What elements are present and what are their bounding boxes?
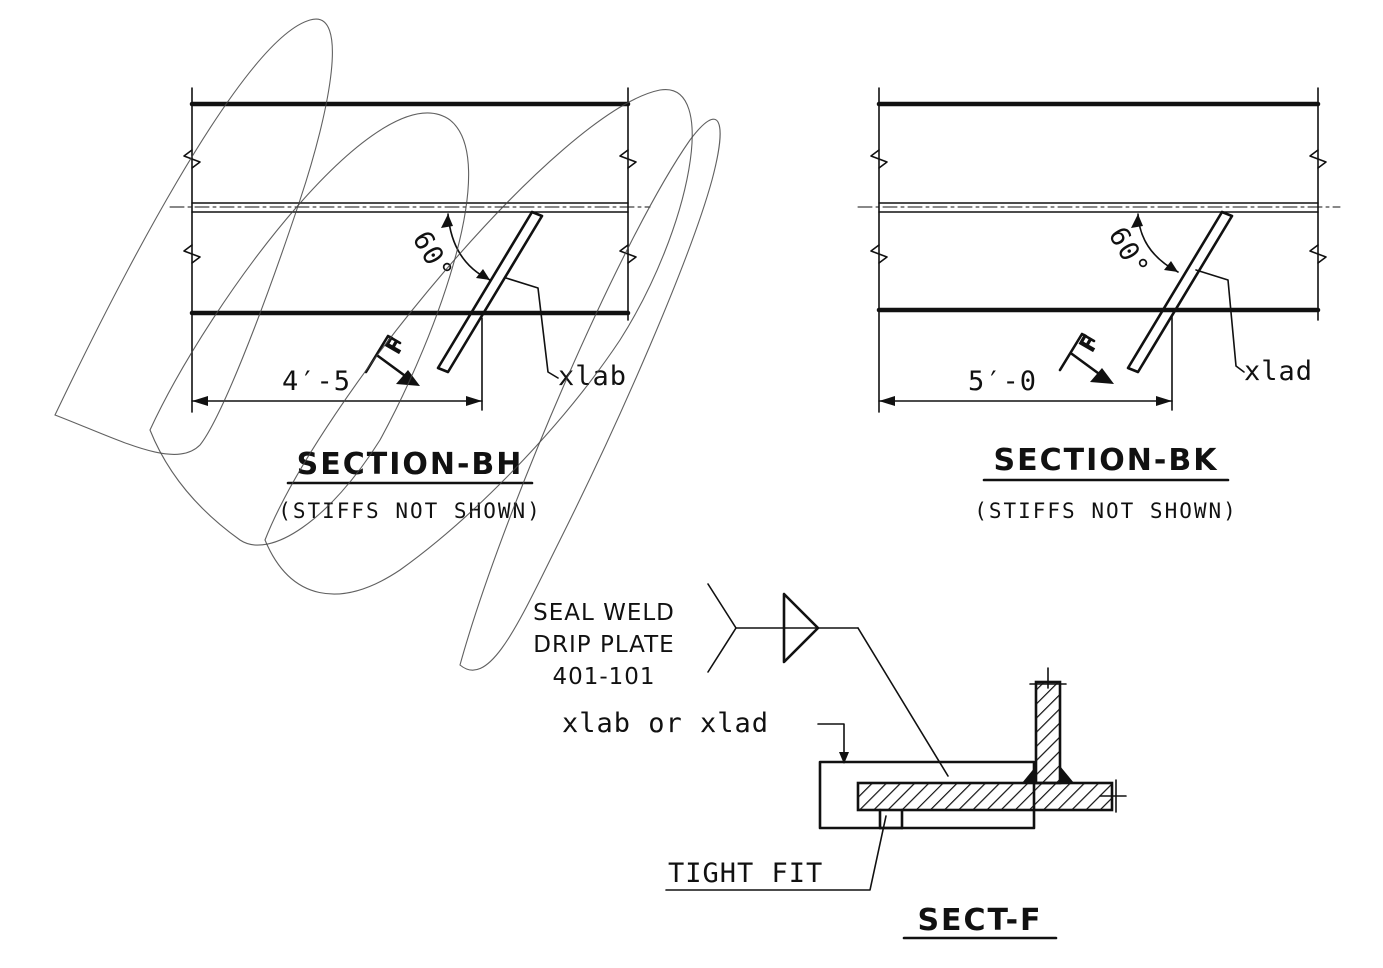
- section-subtitle: (STIFFS NOT SHOWN): [974, 499, 1238, 523]
- dimension-arrowhead: [879, 396, 895, 406]
- scribble-loop: [149, 112, 470, 546]
- angle-label: 60°: [1102, 222, 1155, 282]
- section-title: SECTION-BK: [994, 443, 1219, 478]
- fit-note: TIGHT FIT: [668, 858, 823, 889]
- section-mark-arrow: [376, 354, 410, 380]
- part-callout: xlad: [1244, 356, 1313, 387]
- hatched-flange: [856, 781, 1114, 812]
- arrowhead: [441, 214, 453, 228]
- section-bk: 60° xlad F 5′-0 SECTION-BK (STIFFS NOT S…: [857, 87, 1341, 523]
- section-mark-arrowhead: [1090, 368, 1114, 384]
- break-mark: [183, 149, 201, 169]
- weld-note-line-2: DRIP PLATE: [533, 632, 674, 658]
- arrowhead: [1131, 214, 1143, 228]
- weld-note-line-3: 401-101: [552, 664, 655, 690]
- stiffener-plate: [436, 210, 544, 374]
- leader-arrowhead: [839, 752, 849, 764]
- break-mark: [619, 244, 637, 264]
- part-label: xlab or xlad: [562, 708, 769, 739]
- dimension-arrowhead: [466, 396, 482, 406]
- break-mark: [870, 149, 888, 169]
- section-mark-letter: F: [1075, 330, 1106, 357]
- leader-line: [505, 277, 559, 379]
- section-title: SECTION-BH: [297, 447, 524, 482]
- scribble-loop: [264, 89, 693, 595]
- section-mark-arrow: [1070, 352, 1104, 378]
- break-mark: [1309, 244, 1327, 264]
- hatched-web: [1034, 680, 1062, 785]
- leader-line: [1195, 269, 1245, 373]
- scribble-loop: [54, 18, 333, 455]
- weld-symbol-tail: [707, 583, 737, 673]
- section-bh: 60° xlab F 4′-5 SECTION-BH (STIFFS NOT S…: [169, 87, 651, 523]
- fillet-weld: [1060, 766, 1074, 783]
- fillet-weld: [1022, 766, 1036, 783]
- section-mark-arrowhead: [396, 370, 420, 386]
- fillet-weld-symbol: [782, 592, 820, 664]
- dimension-arrowhead: [1156, 396, 1172, 406]
- part-leader: [817, 723, 845, 757]
- sect-f: SEAL WELD DRIP PLATE 401-101 xlab or xla…: [533, 583, 1127, 940]
- part-callout: xlab: [558, 361, 627, 392]
- stiffener-plate: [1126, 210, 1234, 374]
- dimension-arrowhead: [192, 396, 208, 406]
- scribble-loop: [459, 118, 721, 671]
- break-mark: [870, 244, 888, 264]
- weld-note-line-1: SEAL WELD: [533, 600, 675, 626]
- section-subtitle: (STIFFS NOT SHOWN): [278, 499, 542, 523]
- break-mark: [1309, 149, 1327, 169]
- weld-arrow-line: [857, 627, 949, 777]
- break-mark: [619, 149, 637, 169]
- dimension-label: 4′-5: [282, 366, 351, 397]
- fit-note-leader: [665, 815, 887, 891]
- section-title: SECT-F: [917, 903, 1042, 938]
- scribble-markup: [54, 18, 721, 671]
- dimension-label: 5′-0: [968, 366, 1037, 397]
- arrowhead: [1164, 261, 1178, 272]
- section-mark-bracket: [1058, 332, 1096, 372]
- arrowhead: [476, 269, 490, 280]
- break-mark: [183, 244, 201, 264]
- angle-label: 60°: [406, 226, 459, 286]
